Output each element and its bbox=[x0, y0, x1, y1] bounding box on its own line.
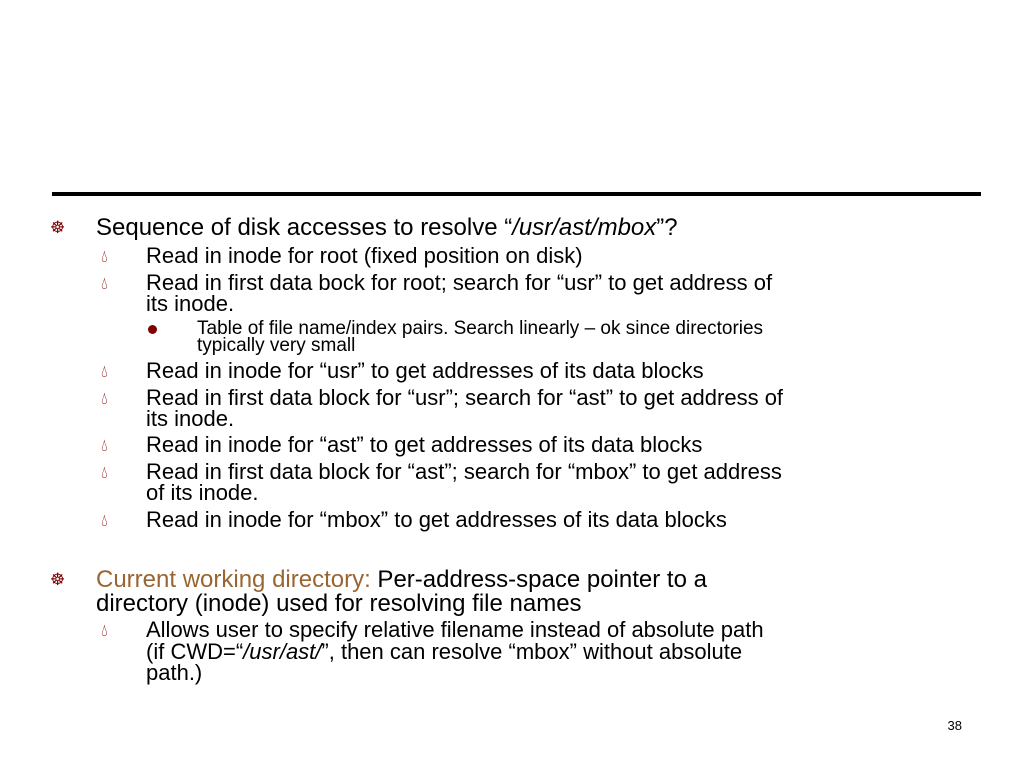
subpoint-1-6-line2: of its inode. bbox=[146, 480, 259, 505]
subpoint-1-3: Read in inode for “usr” to get addresses… bbox=[146, 358, 704, 383]
point-1-text-before: Sequence of disk accesses to resolve “ bbox=[96, 214, 513, 241]
subpoint-2-1-line1: Allows user to specify relative filename… bbox=[146, 617, 764, 642]
dot-bullet-icon bbox=[148, 325, 157, 334]
cwd-example-after: ”, then can resolve “mbox” without absol… bbox=[321, 639, 743, 664]
drop-bullet-icon: 💧︎ bbox=[101, 247, 108, 266]
subpoint-1-2-line2: its inode. bbox=[146, 291, 235, 316]
subpoint-1-4-line2: its inode. bbox=[146, 406, 235, 431]
point-2-line2: directory (inode) used for resolving fil… bbox=[96, 590, 582, 617]
cwd-example-path: /usr/ast/ bbox=[243, 639, 322, 664]
subpoint-1-1: Read in inode for root (fixed position o… bbox=[146, 243, 583, 268]
point-1-path: /usr/ast/mbox bbox=[512, 214, 657, 241]
drop-bullet-icon: 💧︎ bbox=[101, 436, 108, 455]
subpoint-1-2-1-line1: Table of file name/index pairs. Search l… bbox=[197, 318, 764, 339]
subpoint-2-1-line3: path.) bbox=[146, 660, 203, 685]
point-1-text-after: ”? bbox=[656, 214, 678, 241]
drop-bullet-icon: 💧︎ bbox=[101, 463, 108, 482]
page-number: 38 bbox=[947, 718, 962, 733]
subpoint-1-5: Read in inode for “ast” to get addresses… bbox=[146, 432, 703, 457]
subpoint-1-2-line1: Read in first data bock for root; search… bbox=[146, 270, 773, 295]
drop-bullet-icon: 💧︎ bbox=[101, 621, 108, 640]
point-2-line1: Current working directory: Per-address-s… bbox=[96, 566, 707, 593]
subpoint-1-2-1-line2: typically very small bbox=[197, 335, 356, 356]
wheel-bullet-icon: ☸ bbox=[50, 218, 66, 237]
drop-bullet-icon: 💧︎ bbox=[101, 389, 108, 408]
subpoint-1-7: Read in inode for “mbox” to get addresse… bbox=[146, 507, 727, 532]
drop-bullet-icon: 💧︎ bbox=[101, 362, 108, 381]
drop-bullet-icon: 💧︎ bbox=[101, 274, 108, 293]
cwd-example-before: (if CWD=“ bbox=[146, 639, 244, 664]
point-1-text: Sequence of disk accesses to resolve “/u… bbox=[96, 214, 678, 241]
title-divider-rule bbox=[52, 192, 981, 196]
subpoint-1-6-line1: Read in first data block for “ast”; sear… bbox=[146, 459, 782, 484]
subpoint-1-4-line1: Read in first data block for “usr”; sear… bbox=[146, 385, 784, 410]
subpoint-2-1-line2: (if CWD=“/usr/ast/”, then can resolve “m… bbox=[146, 639, 743, 664]
point-2-text-rest: Per-address-space pointer to a bbox=[370, 566, 707, 593]
wheel-bullet-icon: ☸ bbox=[50, 570, 66, 589]
drop-bullet-icon: 💧︎ bbox=[101, 511, 108, 530]
cwd-term: Current working directory: bbox=[96, 566, 371, 593]
